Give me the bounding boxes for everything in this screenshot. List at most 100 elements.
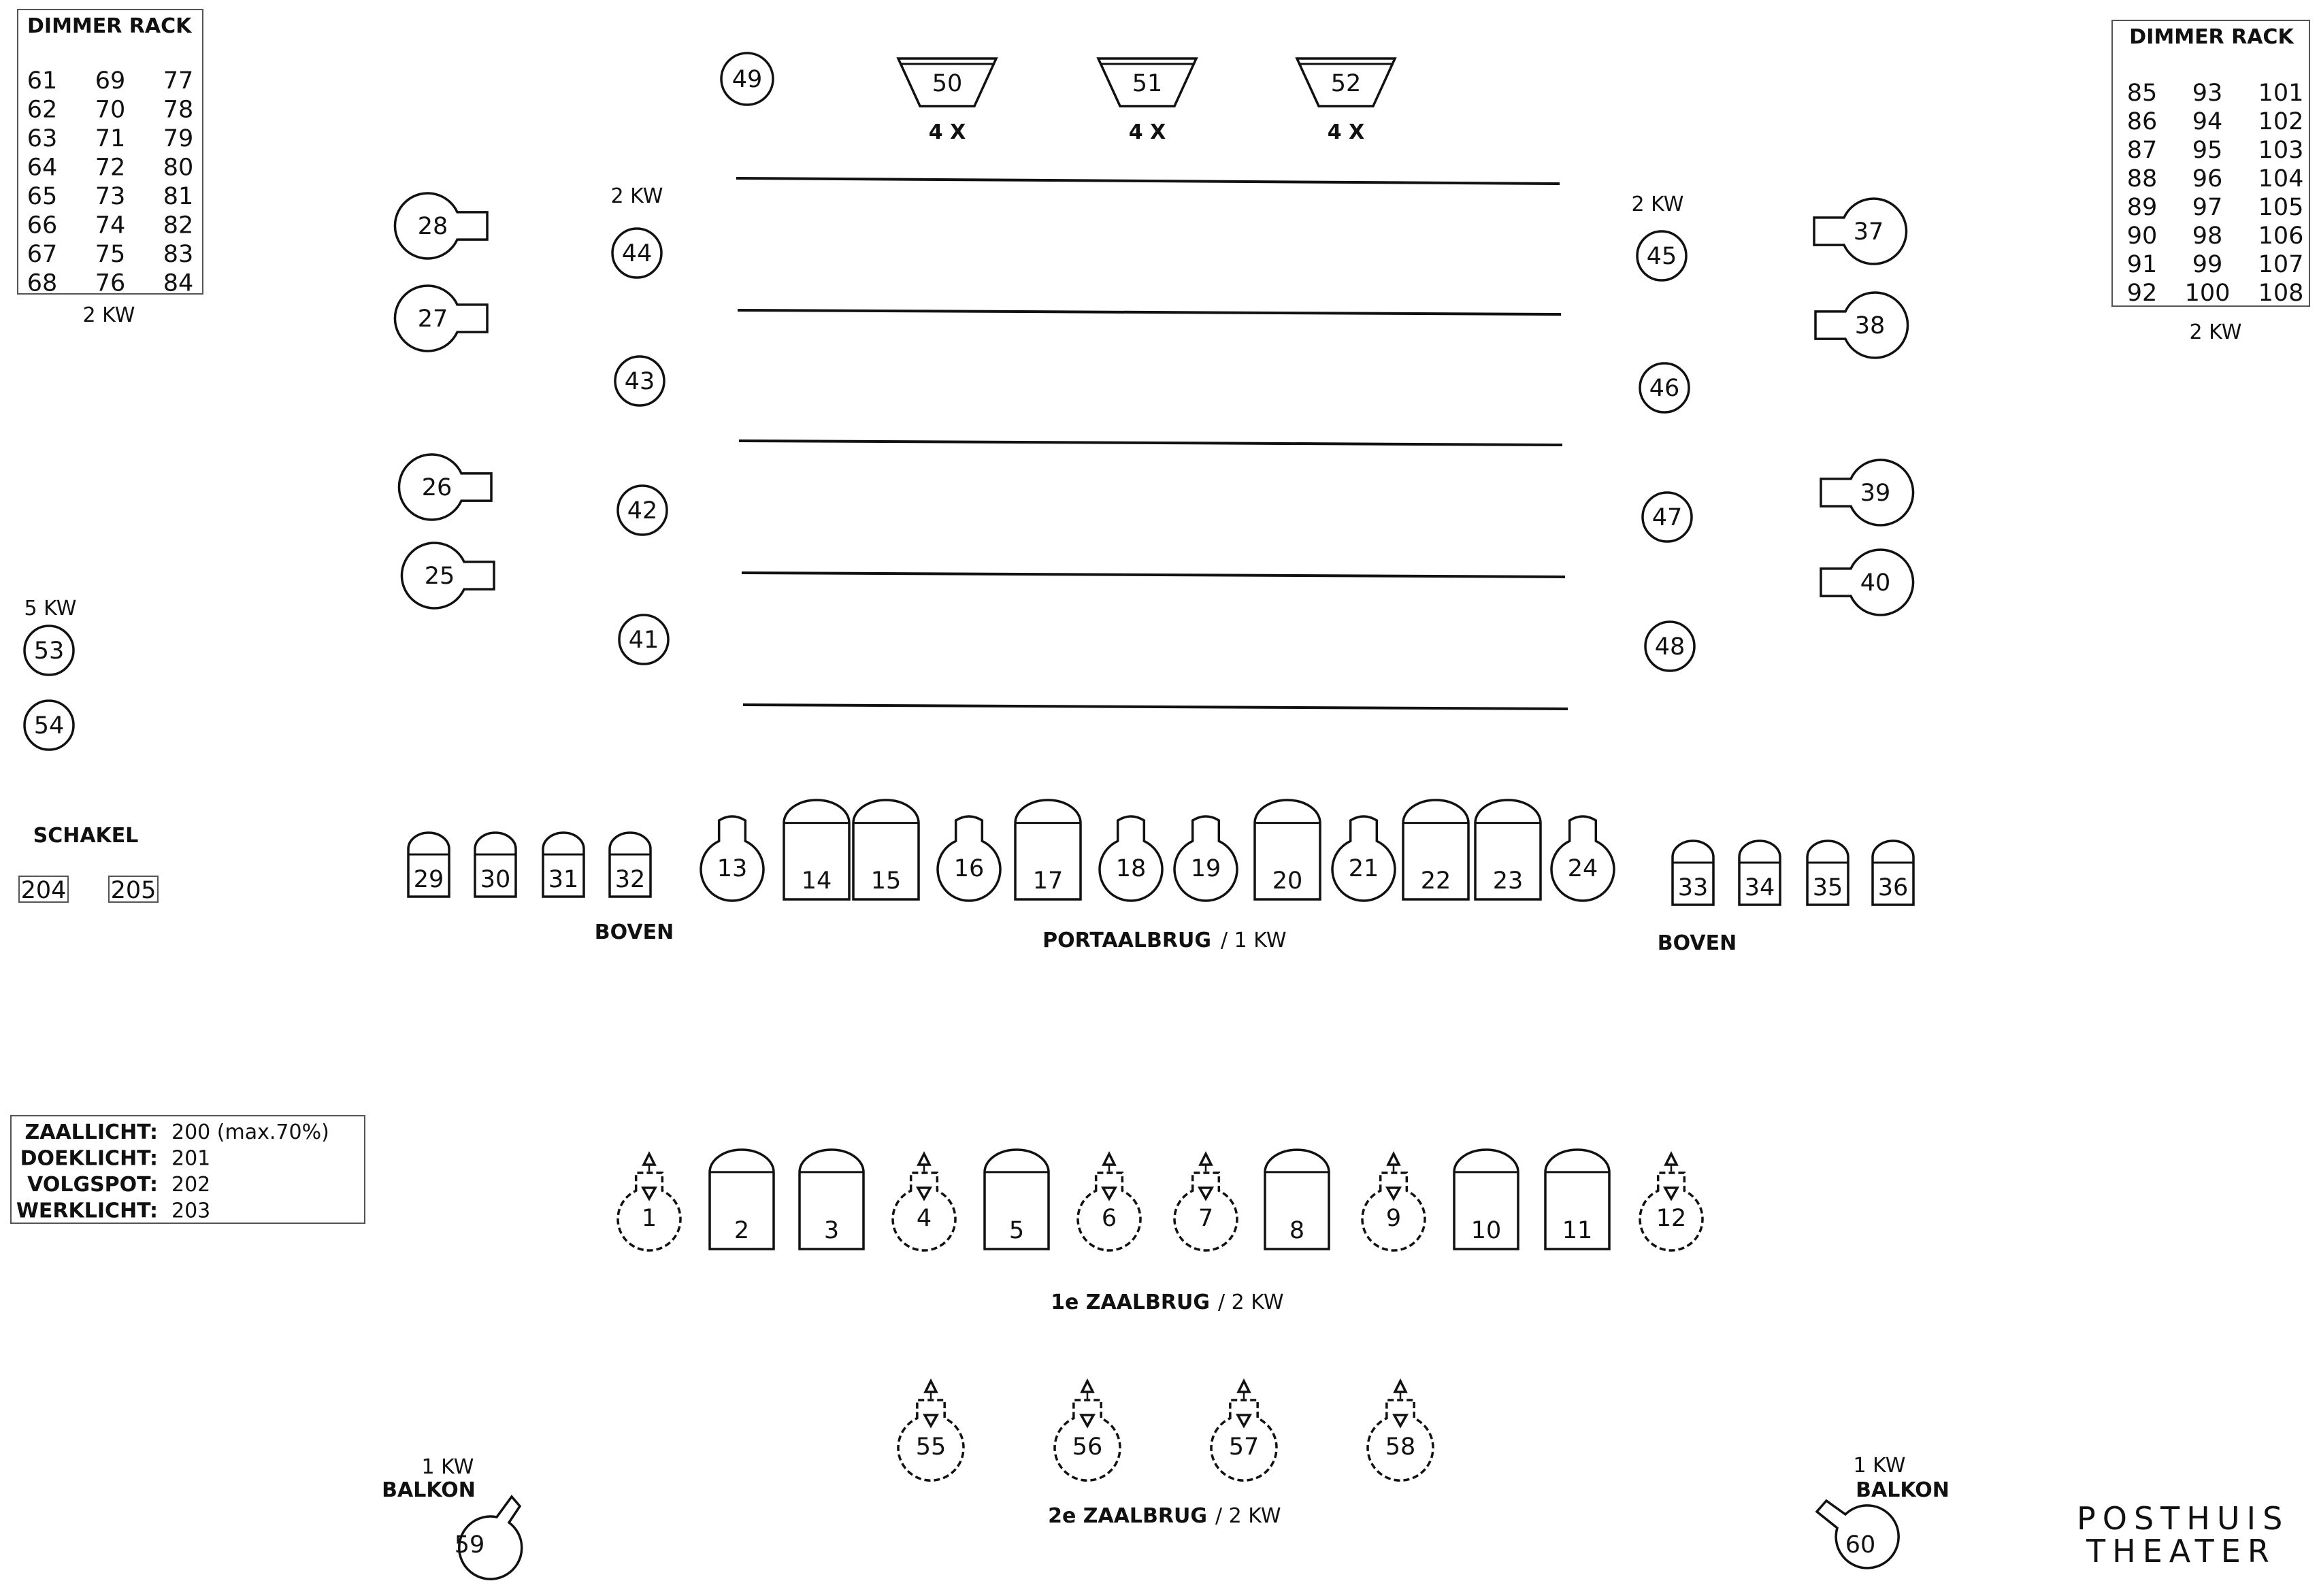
portaal-18-number: 18 <box>1116 855 1147 882</box>
dimmer-left-ch-66: 66 <box>27 212 58 239</box>
flood-51-number: 51 <box>1132 70 1163 97</box>
spot-48: 48 <box>1644 620 1696 672</box>
wall-spot-40-symbol <box>1820 548 1915 616</box>
spot-48-number: 48 <box>1655 633 1685 661</box>
boven-right-label: BOVEN <box>1658 931 1737 955</box>
schakel-channel-204: 204 <box>18 876 69 904</box>
portaal-20: 20 <box>1253 799 1321 901</box>
schakel-channel-205: 205 <box>108 876 159 904</box>
zaal2-55: 55 <box>897 1378 965 1482</box>
dimmer-left-ch-68: 68 <box>27 270 58 297</box>
schakel-channel-204-number: 204 <box>21 877 67 904</box>
portaal-17-symbol <box>1014 799 1082 901</box>
schakel-channel-204-frame <box>18 876 69 903</box>
boven-36-symbol <box>1871 839 1915 906</box>
zaal1-12-symbol <box>1639 1171 1704 1252</box>
portaal-15-symbol <box>852 799 920 901</box>
boven-30-number: 30 <box>480 866 511 893</box>
batten-3 <box>738 439 1563 446</box>
dimmer-left-ch-62: 62 <box>27 97 58 124</box>
dimmer-left-ch-70: 70 <box>95 97 126 124</box>
logo-line-1: POSTHUIS <box>2077 1500 2289 1537</box>
boven-34: 34 <box>1738 839 1781 906</box>
zaal1-6-symbol <box>1076 1171 1142 1252</box>
dimmer-right-ch-97: 97 <box>2192 194 2223 221</box>
spot-41-symbol <box>618 614 670 665</box>
zaal1-2-number: 2 <box>734 1217 749 1244</box>
dimmer-rack-right-frame <box>2111 20 2310 307</box>
zaal2-57-lamp-top <box>1236 1378 1251 1393</box>
flood-50: 504 X <box>896 57 998 144</box>
portaal-24-symbol <box>1550 815 1615 902</box>
dimmer-right-ch-91: 91 <box>2127 251 2158 278</box>
dimmer-rack-left-frame <box>17 9 203 295</box>
dimmer-left-ch-77: 77 <box>163 67 194 95</box>
boven-33-number: 33 <box>1678 874 1709 901</box>
boven-34-number: 34 <box>1745 874 1775 901</box>
house-channel-row: WERKLICHT:203 <box>16 1199 210 1223</box>
zaal1-5-symbol <box>983 1148 1050 1250</box>
zaal1-11-symbol <box>1544 1148 1611 1250</box>
zaal2-57-lens <box>1236 1414 1252 1429</box>
portaal-13-number: 13 <box>717 855 748 882</box>
portaal-16-number: 16 <box>954 855 985 882</box>
wall-spot-27-number: 27 <box>418 305 448 333</box>
wall-spot-28-number: 28 <box>418 213 448 240</box>
boven-33: 33 <box>1671 839 1715 906</box>
balkon-right-spot-symbol <box>1815 1499 1900 1569</box>
floor-left-power: 5 KW <box>24 597 77 620</box>
portaal-23-number: 23 <box>1493 867 1524 895</box>
boven-29-symbol <box>407 831 450 898</box>
balkon-right: 1 KW BALKON 60 <box>1815 1454 1950 1569</box>
balkon-left-number: 59 <box>455 1531 485 1559</box>
zaal1-7-number: 7 <box>1198 1205 1213 1232</box>
zaal1-5-number: 5 <box>1009 1217 1024 1244</box>
portaal-14-number: 14 <box>802 867 832 895</box>
dimmer-left-ch-73: 73 <box>95 183 126 210</box>
portaal-18-symbol <box>1098 815 1164 902</box>
balkon-right-number: 60 <box>1845 1531 1876 1559</box>
dimmer-right-ch-98: 98 <box>2192 222 2223 250</box>
zaal1-3: 3 <box>798 1148 865 1250</box>
flood-52-multiplier: 4 X <box>1328 120 1364 144</box>
zaal1-12-lamp-top <box>1664 1151 1679 1166</box>
zaal2-55-lens <box>923 1414 939 1429</box>
balkon-left: 1 KW BALKON 59 <box>382 1455 523 1580</box>
dimmer-right-ch-86: 86 <box>2127 108 2158 135</box>
wall-spot-38-symbol <box>1814 291 1909 359</box>
spot-49-number: 49 <box>732 66 763 93</box>
zaal1-7: 7 <box>1173 1151 1238 1252</box>
wall-spot-39: 39 <box>1820 459 1915 527</box>
zaal1-1-lens <box>641 1186 657 1201</box>
portaalbrug-power: / 1 KW <box>1221 929 1287 952</box>
floor-spot-54-symbol <box>23 699 75 751</box>
portaal-23-symbol <box>1474 799 1542 901</box>
wall-spot-25: 25 <box>400 542 495 610</box>
dimmer-right-ch-89: 89 <box>2127 194 2158 221</box>
spot-42: 42 <box>616 484 668 536</box>
zaal1-9-lens <box>1385 1186 1402 1201</box>
flood-52-symbol <box>1295 57 1397 107</box>
posthuis-theater-logo: POSTHUIS THEATER <box>2077 1500 2289 1569</box>
portaal-13: 13 <box>700 815 765 902</box>
spot-44-number: 44 <box>622 240 653 267</box>
portaal-22-number: 22 <box>1421 867 1451 895</box>
spot-42-symbol <box>616 484 668 536</box>
house-channel-row: VOLGSPOT:202 <box>27 1173 210 1197</box>
house-channel-label: ZAALLICHT: <box>24 1120 158 1144</box>
floor-spot-54: 54 <box>23 699 75 751</box>
dimmer-rack-left-title: DIMMER RACK <box>27 14 193 38</box>
portaal-19: 19 <box>1173 815 1238 902</box>
dimmer-left-ch-74: 74 <box>95 212 126 239</box>
house-channel-value: 203 <box>171 1199 210 1223</box>
dimmer-left-ch-83: 83 <box>163 241 194 268</box>
zaal1-9-lamp-top <box>1386 1151 1401 1166</box>
portaal-17-number: 17 <box>1033 867 1064 895</box>
spot-41-number: 41 <box>629 627 659 654</box>
boven-36: 36 <box>1871 839 1915 906</box>
schakel-channel-205-frame <box>108 876 159 903</box>
